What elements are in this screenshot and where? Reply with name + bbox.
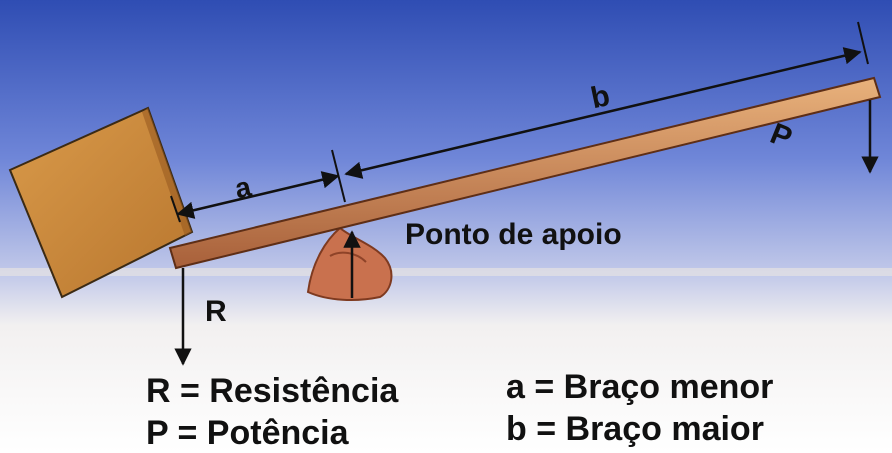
arm-a-dimension-line — [176, 171, 340, 219]
force-r-label: R — [205, 295, 227, 328]
fulcrum-tick — [331, 149, 346, 203]
fulcrum-label: Ponto de apoio — [405, 218, 622, 251]
arm-b-dimension-line — [344, 47, 862, 179]
legend-long-arm: b = Braço maior — [506, 410, 764, 448]
horizon-band — [0, 268, 892, 276]
end-tick — [857, 21, 869, 65]
fulcrum-stone-texture — [329, 251, 367, 263]
legend-resistance: R = Resistência — [146, 372, 399, 410]
legend-power: P = Potência — [146, 414, 349, 452]
legend-short-arm: a = Braço menor — [506, 368, 774, 406]
fulcrum-stone — [306, 226, 393, 301]
start-tick — [170, 195, 181, 223]
